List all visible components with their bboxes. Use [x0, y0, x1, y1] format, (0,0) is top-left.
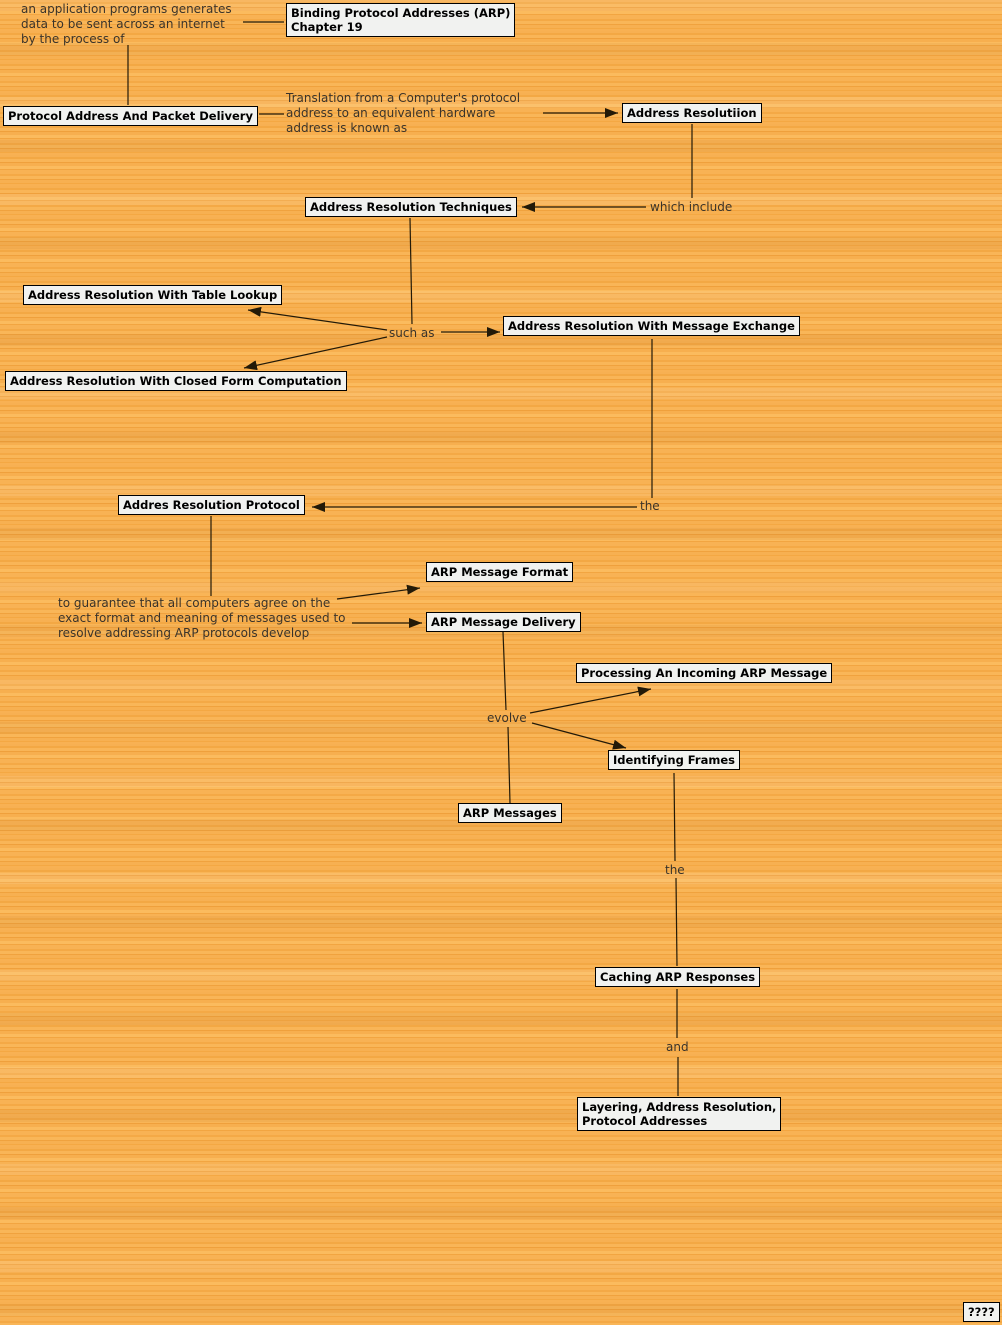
node-addres-resolution-protocol[interactable]: Addres Resolution Protocol	[118, 495, 305, 515]
link-the-2: the	[665, 863, 685, 877]
node-caching-arp-responses[interactable]: Caching ARP Responses	[595, 967, 761, 987]
link-intro-text: an application programs generates data t…	[21, 2, 232, 46]
edge-such-as-to-table-lookup	[247, 306, 388, 331]
edge-identifying-to-the2	[673, 772, 676, 862]
node-arp-message-delivery[interactable]: ARP Message Delivery	[426, 612, 581, 632]
link-evolve: evolve	[487, 711, 527, 725]
link-which-include: which include	[650, 200, 733, 214]
edge-message-delivery-to-evolve	[502, 631, 507, 711]
node-layering-address-resolution[interactable]: Layering, Address Resolution, Protocol A…	[577, 1097, 782, 1131]
node-table-lookup[interactable]: Address Resolution With Table Lookup	[23, 285, 283, 305]
node-message-exchange[interactable]: Address Resolution With Message Exchange	[503, 316, 800, 336]
node-unknown-badge[interactable]: ????	[963, 1302, 1000, 1322]
link-and: and	[666, 1040, 689, 1054]
node-arp-messages[interactable]: ARP Messages	[458, 803, 562, 823]
edge-evolve-to-arp-messages	[507, 726, 511, 804]
link-such-as: such as	[389, 326, 435, 340]
link-guarantee-text: to guarantee that all computers agree on…	[58, 596, 346, 640]
node-address-resolution-techniques[interactable]: Address Resolution Techniques	[305, 197, 517, 217]
node-identifying-frames[interactable]: Identifying Frames	[608, 750, 740, 770]
edge-the2-to-caching	[675, 877, 678, 967]
edge-evolve-to-identifying	[531, 722, 627, 750]
node-address-resolution[interactable]: Address Resolutiion	[622, 103, 762, 123]
edge-such-as-to-closed-form	[243, 336, 388, 371]
node-protocol-address-packet-delivery[interactable]: Protocol Address And Packet Delivery	[3, 106, 258, 126]
link-translation-text: Translation from a Computer's protocol a…	[286, 91, 521, 135]
edge-techniques-to-such-as	[409, 217, 413, 325]
node-closed-form-computation[interactable]: Address Resolution With Closed Form Comp…	[5, 371, 347, 391]
node-binding-protocol-addresses[interactable]: Binding Protocol Addresses (ARP) Chapter…	[286, 3, 516, 37]
link-the-1: the	[640, 499, 660, 513]
edge-guarantee-to-message-format	[336, 584, 421, 600]
edge-evolve-to-processing	[529, 686, 652, 714]
node-processing-incoming-arp-message[interactable]: Processing An Incoming ARP Message	[576, 663, 833, 683]
node-arp-message-format[interactable]: ARP Message Format	[426, 562, 574, 582]
